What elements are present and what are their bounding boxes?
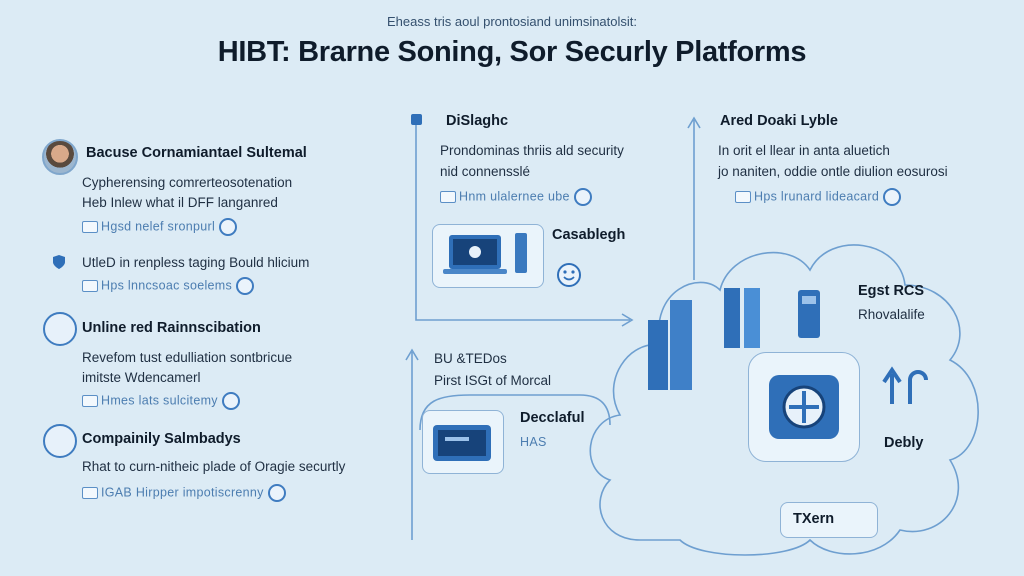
chip-icon [82,487,98,499]
page-subtitle: Eheass tris aoul prontosiand unimsinatol… [386,14,638,29]
ring-icon [883,188,902,206]
chip-icon [82,280,98,292]
center-top-line: Prondominas thriis ald security [440,143,624,158]
center-bottom-code: HAS [520,435,547,449]
right-top-line: In orit el llear in anta aluetich [718,143,890,158]
vault-card [748,352,860,462]
center-top-code: Hnm ulalernee ube [440,188,592,206]
left-item-code: Hmes lats sulcitemy [82,392,240,410]
left-item-heading: Unline red Rainnscibation [82,320,261,336]
smile-icon [557,263,581,287]
center-mid-heading: BU &TEDos [434,351,507,366]
ring-icon [219,218,238,236]
arrow-head [621,313,634,327]
ring-icon [573,188,592,206]
txern-label: TXern [793,511,835,527]
left-item-heading: Bacuse Cornamiantael Sultemal [86,145,307,161]
monitor-icon [433,425,491,461]
left-item-line: Revefom tust edulliation sontbricue [82,350,293,365]
connector-line [415,120,630,321]
center-top-line: nid connensslé [440,164,531,179]
left-item-heading: Compainily Salmbadys [82,431,241,447]
chip-icon [82,395,98,407]
left-item-code: Hps lnncsoac soelems [82,277,255,295]
egst-line: Rhovalalife [858,307,925,322]
left-item-code: Hgsd nelef sronpurl [82,218,238,236]
left-item-line: Heb Inlew what il DFF langanred [82,195,278,210]
chip-icon [735,191,751,203]
right-top-code: Hps lrunard lideacard [735,188,902,206]
left-item-line: Rhat to curn-nitheic plade of Oragie sec… [82,459,346,474]
vault-icon [769,375,839,439]
shield-icon [53,255,65,269]
left-item-line: imitste Wdencamerl [82,370,201,385]
right-top-heading: Ared Doaki Lyble [720,113,838,129]
ring-icon [236,277,255,295]
laptop-icon [443,233,527,274]
egst-heading: Egst RCS [858,283,925,299]
page-title: HIBT: Brarne Soning, Sor Securly Platfor… [217,36,807,68]
cloud-outline [589,244,979,556]
refresh-arrow-icon [882,366,928,404]
arrow-head [687,116,701,129]
center-bottom-heading: Decclaful [520,410,585,426]
right-top-line: jo naniten, oddie ontle diulion eosurosi [718,164,948,179]
txern-card: TXern [780,502,878,538]
buildings-icon [648,288,820,390]
laptop-card-label: Casablegh [552,227,626,243]
ring-icon [267,484,286,502]
chip-icon [440,191,456,203]
monitor-card [422,410,504,474]
arrow-head [405,348,419,361]
center-top-heading: DiSlaghc [446,113,509,129]
chip-icon [82,221,98,233]
square-icon [411,114,422,125]
gear-icon [43,312,77,346]
left-item-line: Cypherensing comrerteosotenation [82,175,293,190]
ring-icon [221,392,240,410]
lock-icon [43,424,77,458]
connector-line [419,394,611,431]
center-mid-line: Pirst ISGt of Morcal [434,373,552,388]
left-item-heading: UtleD in renpless taging Bould hlicium [82,255,310,270]
laptop-card [432,224,544,288]
left-item-code: IGAB Hirpper impotiscrenny [82,484,286,502]
debly-heading: Debly [884,435,924,451]
avatar-icon [42,139,78,175]
